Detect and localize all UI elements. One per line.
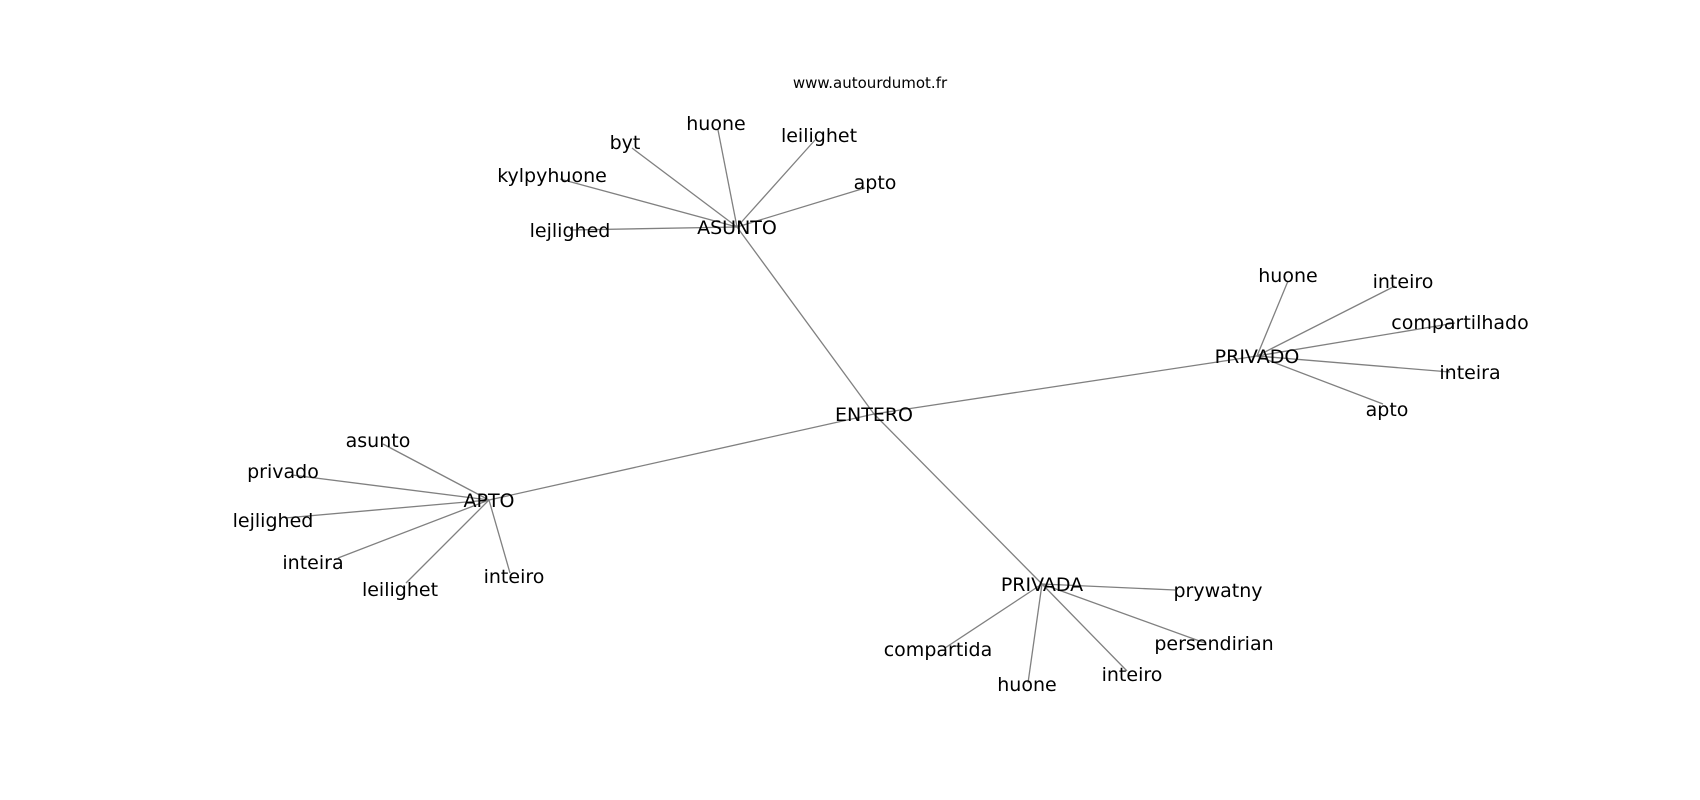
leaf-node-asunto-byt: byt xyxy=(610,132,641,154)
hub-node-privado: PRIVADO xyxy=(1215,346,1300,368)
source-watermark: www.autourdumot.fr xyxy=(793,74,948,92)
leaf-node-apto-privado: privado xyxy=(247,461,319,483)
graph-edges xyxy=(284,129,1456,684)
edge-apto-lejlighed xyxy=(284,499,490,519)
edge-apto-leilighet xyxy=(405,499,490,584)
leaf-node-privada-persendirian: persendirian xyxy=(1154,633,1273,655)
graph-labels: www.autourdumot.fr ENTERO lejlighed kylpy… xyxy=(233,74,1529,696)
edge-asunto-kylpyhuone xyxy=(559,178,738,228)
edge-privada-compartida xyxy=(944,583,1043,649)
leaf-node-privado-compartilhado: compartilhado xyxy=(1391,312,1528,334)
leaf-node-apto-lejlighed: lejlighed xyxy=(233,510,314,532)
leaf-node-privada-huone: huone xyxy=(997,674,1056,696)
edge-privada-inteiro xyxy=(1041,583,1128,672)
leaf-node-privado-apto: apto xyxy=(1366,399,1409,421)
leaf-node-asunto-lejlighed: lejlighed xyxy=(530,220,611,242)
leaf-node-privada-prywatny: prywatny xyxy=(1173,580,1262,602)
edge-apto-inteiro xyxy=(488,499,511,574)
edge-asunto-huone xyxy=(717,129,738,228)
leaf-node-apto-inteira: inteira xyxy=(282,552,343,574)
edge-privada-prywatny xyxy=(1041,583,1176,591)
center-node-entero: ENTERO xyxy=(835,404,913,426)
edge-privado-compartilhado xyxy=(1256,322,1456,357)
edge-privada-persendirian xyxy=(1041,583,1206,644)
leaf-node-privado-inteiro: inteiro xyxy=(1373,271,1434,293)
edge-entero-apto xyxy=(488,413,875,501)
hub-node-apto: APTO xyxy=(463,490,514,512)
edge-entero-privado xyxy=(873,355,1258,415)
leaf-node-privado-huone: huone xyxy=(1258,265,1317,287)
edge-entero-asunto xyxy=(736,226,875,415)
edge-apto-inteira xyxy=(337,499,490,559)
edge-privada-huone xyxy=(1027,583,1043,684)
leaf-node-apto-asunto: asunto xyxy=(346,430,411,452)
edge-asunto-apto xyxy=(736,187,866,228)
hub-node-privada: PRIVADA xyxy=(1001,574,1083,596)
edge-privado-apto xyxy=(1256,355,1384,405)
leaf-node-privado-inteira: inteira xyxy=(1439,362,1500,384)
leaf-node-privada-compartida: compartida xyxy=(884,639,993,661)
leaf-node-asunto-huone: huone xyxy=(686,113,745,135)
edge-asunto-leilighet xyxy=(736,139,816,228)
leaf-node-privada-inteiro: inteiro xyxy=(1102,664,1163,686)
leaf-node-asunto-leilighet: leilighet xyxy=(781,125,857,147)
edge-apto-asunto xyxy=(382,443,490,501)
leaf-node-asunto-kylpyhuone: kylpyhuone xyxy=(497,165,607,187)
edge-asunto-lejlighed xyxy=(569,226,738,231)
edge-privado-inteira xyxy=(1256,355,1451,373)
leaf-node-asunto-apto: apto xyxy=(854,172,897,194)
leaf-node-apto-inteiro: inteiro xyxy=(484,566,545,588)
leaf-node-apto-leilighet: leilighet xyxy=(362,579,438,601)
hub-node-asunto: ASUNTO xyxy=(697,217,777,239)
edge-apto-privado xyxy=(291,474,490,501)
edge-entero-privada xyxy=(873,413,1043,585)
edge-asunto-byt xyxy=(631,147,738,228)
edge-privado-huone xyxy=(1256,280,1289,357)
edge-privado-inteiro xyxy=(1256,285,1396,357)
